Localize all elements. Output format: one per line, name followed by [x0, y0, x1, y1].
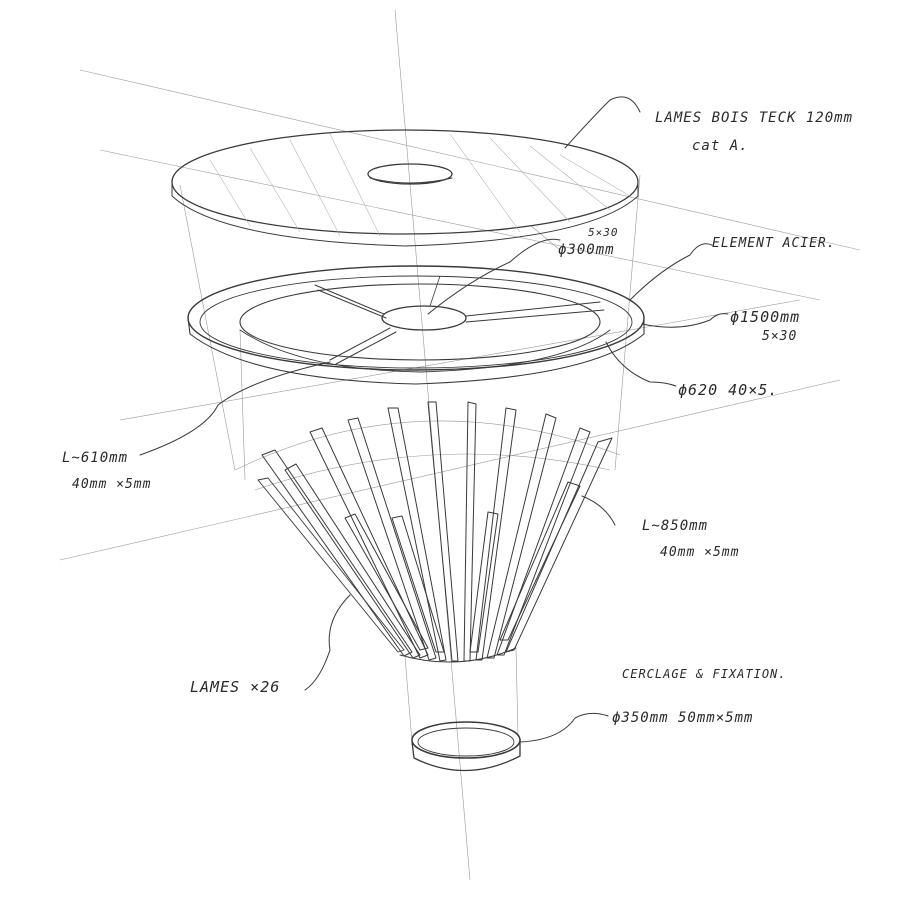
- collar-spec-label: ϕ350mm 50mm×5mm: [612, 710, 753, 726]
- slat-cone: [234, 401, 621, 663]
- outer-ring-section-label: 5×30: [762, 329, 797, 344]
- long-slat-length-label: L~850mm: [642, 518, 708, 534]
- teak-slat-hatching: [209, 133, 631, 237]
- long-slat-section-label: 40mm ×5mm: [660, 545, 739, 560]
- top-disc-label-line2: cat A.: [692, 138, 749, 154]
- outer-ring-diameter-label: ϕ1500mm: [730, 308, 800, 326]
- steel-element-label: ELEMENT ACIER.: [712, 236, 836, 251]
- annotations: LAMES BOIS TECK 120mm cat A. 5×30 ϕ300mm…: [62, 110, 853, 726]
- bottom-collar: [404, 647, 521, 772]
- short-slat-section-label: 40mm ×5mm: [72, 477, 151, 492]
- hub-section-label: 5×30: [588, 226, 619, 239]
- slats-count-label: LAMES ×26: [190, 678, 280, 696]
- construction-lines: [59, 9, 861, 881]
- steel-frame: [187, 265, 645, 385]
- hub-diameter-label: ϕ300mm: [558, 242, 615, 258]
- top-disc-label-line1: LAMES BOIS TECK 120mm: [655, 110, 853, 126]
- short-slat-length-label: L~610mm: [62, 450, 128, 466]
- leader-lines: [139, 96, 729, 743]
- collar-title-label: CERCLAGE & FIXATION.: [622, 667, 787, 681]
- inner-ring-label: ϕ620 40×5.: [678, 381, 778, 399]
- top-teak-disc: [171, 129, 639, 247]
